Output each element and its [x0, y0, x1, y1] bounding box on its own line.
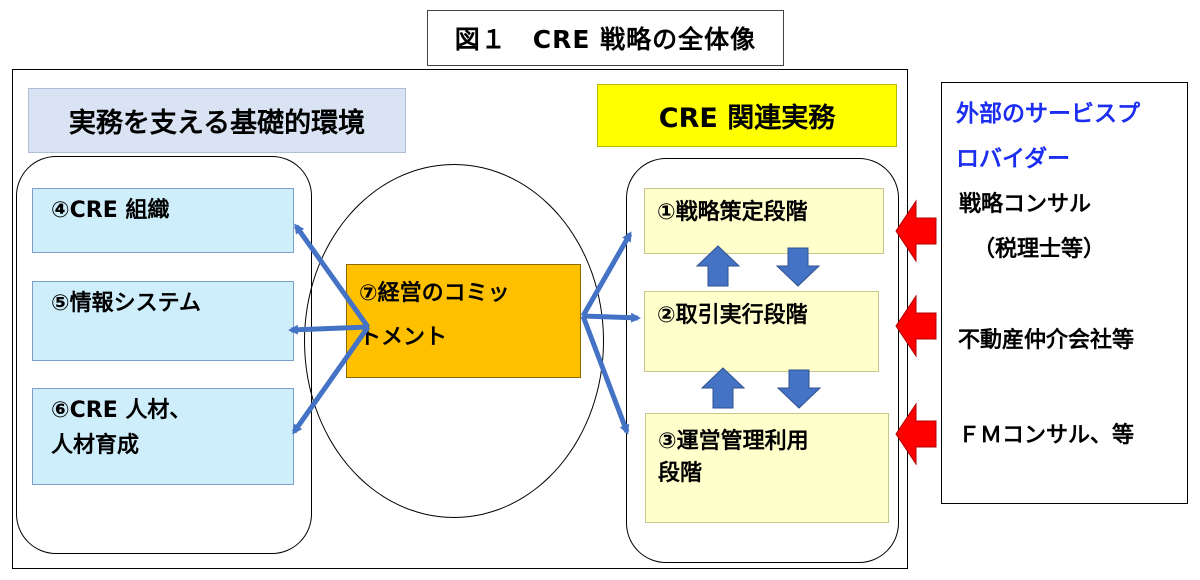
operation-stage-label-line2: 段階 — [658, 461, 703, 486]
provider-real-estate-broker: 不動産仲介会社等 — [958, 328, 1135, 353]
cre-practice-header: CRE 関連実務 — [597, 84, 897, 147]
provider-heading-line1: 外部のサービスプ — [956, 101, 1140, 127]
arrow-to-cre-organization — [293, 223, 371, 329]
arrow-to-information-system — [288, 324, 369, 335]
provider-heading-line2: ロバイダー — [956, 146, 1071, 172]
management-commitment-line1: ⑦経営のコミッ — [359, 281, 510, 306]
cre-talent-label-line1: ⑥CRE 人材、 — [51, 398, 192, 423]
provider-arrow-operation — [895, 402, 937, 466]
provider-fm-consultant: ＦＭコンサル、等 — [958, 423, 1135, 448]
block-arrow-down-1 — [775, 247, 821, 287]
transaction-stage-box: ②取引実行段階 — [644, 291, 879, 372]
strategy-stage-label: ①戦略策定段階 — [657, 200, 808, 225]
operation-stage-box: ③運営管理利用 段階 — [645, 413, 889, 523]
strategy-stage-box: ①戦略策定段階 — [644, 188, 884, 254]
cre-talent-box: ⑥CRE 人材、 人材育成 — [32, 388, 294, 485]
provider-strategy-consultant: 戦略コンサル — [959, 192, 1092, 217]
operation-stage-label-line1: ③運営管理利用 — [658, 429, 809, 454]
arrow-to-operation-stage — [580, 315, 630, 435]
provider-heading: 外部のサービスプ ロバイダー — [956, 92, 1181, 182]
cre-talent-label-line2: 人材育成 — [51, 433, 140, 458]
management-commitment-line2: トメント — [359, 325, 448, 350]
management-commitment-box: ⑦経営のコミッ トメント — [346, 264, 581, 378]
cre-organization-box: ④CRE 組織 — [32, 188, 294, 253]
provider-tax-accountant: （税理士等） — [973, 237, 1106, 262]
arrow-to-cre-talent — [291, 325, 371, 435]
arrow-to-strategy-stage — [580, 231, 633, 318]
cre-practice-group — [626, 158, 899, 563]
cre-organization-label: ④CRE 組織 — [51, 198, 170, 223]
arrow-to-transaction-stage — [582, 312, 641, 323]
provider-arrow-transaction — [895, 294, 937, 358]
diagram-title: 図１ CRE 戦略の全体像 — [427, 10, 784, 66]
center-circle — [304, 164, 604, 518]
transaction-stage-label: ②取引実行段階 — [657, 303, 808, 328]
information-system-label: ⑤情報システム — [51, 291, 201, 316]
environment-header: 実務を支える基礎的環境 — [28, 88, 406, 153]
block-arrow-up-2 — [700, 367, 746, 409]
provider-arrow-strategy — [895, 199, 937, 263]
information-system-box: ⑤情報システム — [32, 281, 294, 361]
block-arrow-up-1 — [695, 245, 741, 287]
provider-panel — [941, 82, 1188, 504]
block-arrow-down-2 — [776, 369, 822, 409]
